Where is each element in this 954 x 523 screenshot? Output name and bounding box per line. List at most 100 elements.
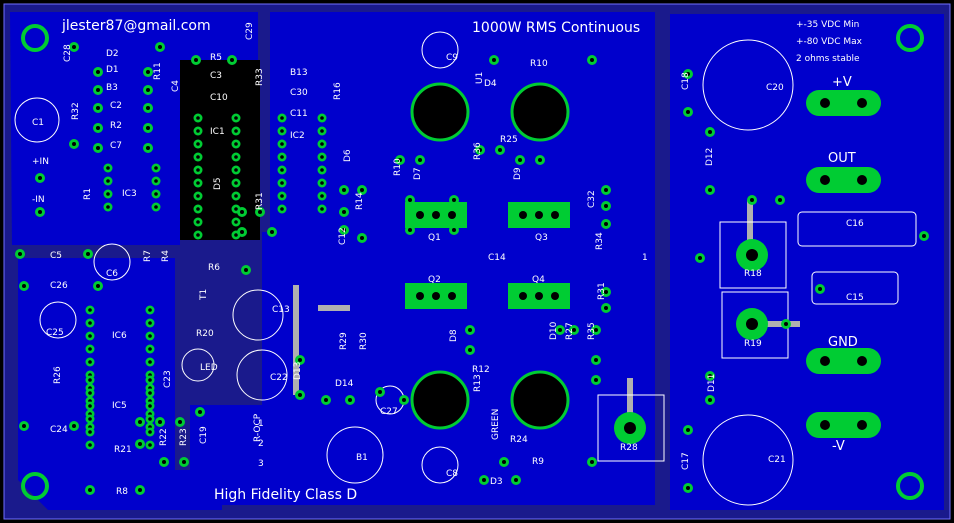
pad (683, 425, 693, 435)
pad (601, 287, 611, 297)
pad (375, 387, 385, 397)
pad (241, 265, 251, 275)
pad (405, 225, 415, 235)
ic-pin (103, 163, 113, 173)
pad (601, 303, 611, 313)
component-ref-r4: R4 (161, 250, 171, 262)
component-ref-r24: R24 (510, 435, 528, 445)
pad (339, 207, 349, 217)
ic-pin (85, 440, 95, 450)
pad (555, 325, 565, 335)
component-ref-c20: C20 (766, 83, 784, 93)
pad (93, 103, 103, 113)
pad (93, 143, 103, 153)
component-ref-led: LED (200, 363, 218, 373)
pad (683, 69, 693, 79)
ic-pin (151, 176, 161, 186)
pad (345, 395, 355, 405)
component-ref-c18: C18 (681, 72, 691, 90)
ic-pin (317, 113, 327, 123)
component-ref-r34: R34 (595, 232, 605, 250)
component-ref-ic5: IC5 (112, 401, 127, 411)
component-ref-ic6: IC6 (112, 331, 127, 341)
pad (35, 207, 45, 217)
note-min: +-35 VDC Min (796, 20, 859, 30)
component-ref-d10: D10 (549, 321, 559, 340)
component-ref-r33: R33 (255, 68, 265, 86)
component-ref-d7: D7 (413, 167, 423, 180)
ic-pin (193, 113, 203, 123)
ic-pin (277, 204, 287, 214)
ic-pin (85, 305, 95, 315)
pad (781, 319, 791, 329)
component-ref-c22: C22 (270, 373, 288, 383)
note-max: +-80 VDC Max (796, 37, 863, 47)
ic-pin (317, 165, 327, 175)
pad (85, 485, 95, 495)
component-ref-r18: R18 (744, 269, 762, 279)
pad (93, 67, 103, 77)
component-ref-c29: C29 (245, 22, 255, 40)
pad (135, 417, 145, 427)
pad (83, 249, 93, 259)
ic-pin (317, 191, 327, 201)
ic-pin (277, 178, 287, 188)
board-title: 1000W RMS Continuous (472, 20, 640, 36)
pad (479, 475, 489, 485)
ic-pin (151, 163, 161, 173)
email-label: jlester87@gmail.com (61, 18, 211, 34)
pad (535, 155, 545, 165)
pad (227, 55, 237, 65)
component-ref-c24: C24 (50, 425, 68, 435)
ic-pin (193, 191, 203, 201)
note-stable: 2 ohms stable (796, 54, 860, 64)
pad (695, 253, 705, 263)
component-ref-r2: R2 (110, 121, 122, 131)
component-ref-r21: R21 (114, 445, 132, 455)
pad (175, 417, 185, 427)
component-ref-r14: R14 (355, 192, 365, 210)
ic-pin (317, 152, 327, 162)
in-minus-label: -IN (32, 195, 45, 205)
pad (69, 42, 79, 52)
ic-pin (317, 139, 327, 149)
pad (705, 127, 715, 137)
pad (357, 233, 367, 243)
component-ref-r20: R20 (196, 329, 214, 339)
pad (155, 42, 165, 52)
component-ref-c1: C1 (32, 118, 44, 128)
power-resistors (597, 221, 789, 462)
ic-pin (193, 126, 203, 136)
transistors (405, 202, 570, 309)
pad (179, 457, 189, 467)
component-ref-t1: T1 (199, 289, 209, 301)
pad (405, 195, 415, 205)
pad (135, 485, 145, 495)
component-ref-d5: D5 (213, 177, 223, 190)
pad (237, 227, 247, 237)
pad (267, 227, 277, 237)
component-ref-r13: R13 (473, 374, 483, 392)
vminus-label: -V (832, 439, 845, 454)
ic-pin (193, 165, 203, 175)
pad (237, 207, 247, 217)
pad (321, 395, 331, 405)
component-ref-c32: C32 (587, 190, 597, 208)
pad (705, 185, 715, 195)
power-pads (806, 90, 881, 438)
component-ref-c27: C27 (380, 407, 398, 417)
copper-right (670, 14, 944, 510)
component-ref-green: GREEN (491, 409, 501, 440)
pad (511, 475, 521, 485)
ic-pin (277, 191, 287, 201)
component-ref-c16: C16 (846, 219, 864, 229)
component-ref-r19: R19 (744, 339, 762, 349)
ic-pin (277, 113, 287, 123)
pad (475, 145, 485, 155)
pad (919, 231, 929, 241)
out-label: OUT (828, 151, 856, 166)
pad (489, 55, 499, 65)
ic-strip (180, 60, 260, 240)
component-ref-d12: D12 (705, 148, 715, 166)
